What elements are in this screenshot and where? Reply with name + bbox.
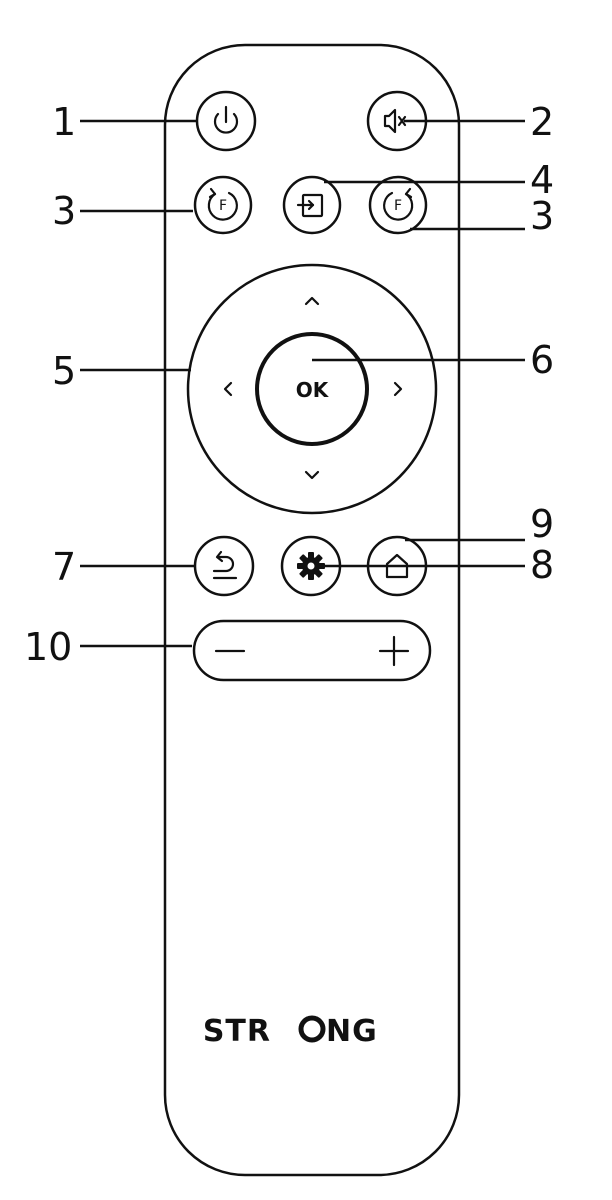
- chevron-left-icon[interactable]: [223, 381, 233, 397]
- chevron-down-icon[interactable]: [304, 470, 320, 480]
- callout-10: 10: [24, 625, 72, 669]
- chevron-right-icon[interactable]: [393, 381, 403, 397]
- callout-3b: 3: [530, 194, 554, 238]
- callout-5: 5: [52, 349, 76, 393]
- favorite-back-icon: [207, 187, 238, 221]
- favorite-forward-label: F: [394, 198, 402, 214]
- volume-up-button[interactable]: [378, 635, 410, 667]
- callout-2: 2: [530, 100, 554, 144]
- back-arrow-icon: [212, 550, 238, 580]
- favorite-back-button[interactable]: F: [193, 175, 253, 235]
- input-source-icon: [296, 193, 324, 218]
- back-button[interactable]: [193, 535, 255, 597]
- callout-8: 8: [530, 543, 554, 587]
- volume-rocker[interactable]: [192, 619, 432, 682]
- callout-7: 7: [52, 545, 76, 589]
- mute-icon: [383, 108, 407, 134]
- callout-6: 6: [530, 338, 554, 382]
- brand-logo: STR NG: [203, 1014, 378, 1049]
- callout-3a: 3: [52, 189, 76, 233]
- brand-text-end: NG: [326, 1014, 378, 1049]
- gear-icon: [297, 552, 325, 580]
- favorite-forward-button[interactable]: F: [368, 175, 428, 235]
- callout-lines: [80, 119, 525, 648]
- ok-label: OK: [296, 378, 330, 402]
- favorite-back-label: F: [219, 198, 227, 214]
- ok-button[interactable]: OK: [255, 332, 369, 446]
- brand-logo-o: [298, 1015, 326, 1043]
- chevron-up-icon[interactable]: [304, 296, 320, 306]
- settings-button[interactable]: [280, 535, 342, 597]
- brand-text-start: STR: [203, 1014, 271, 1049]
- home-icon: [385, 553, 409, 579]
- input-source-button[interactable]: [282, 175, 342, 235]
- power-icon: [213, 105, 239, 134]
- power-button[interactable]: [195, 90, 257, 152]
- callout-9: 9: [530, 502, 554, 546]
- callout-4: 4: [530, 158, 554, 202]
- callout-1: 1: [52, 100, 76, 144]
- favorite-forward-icon: [383, 187, 414, 221]
